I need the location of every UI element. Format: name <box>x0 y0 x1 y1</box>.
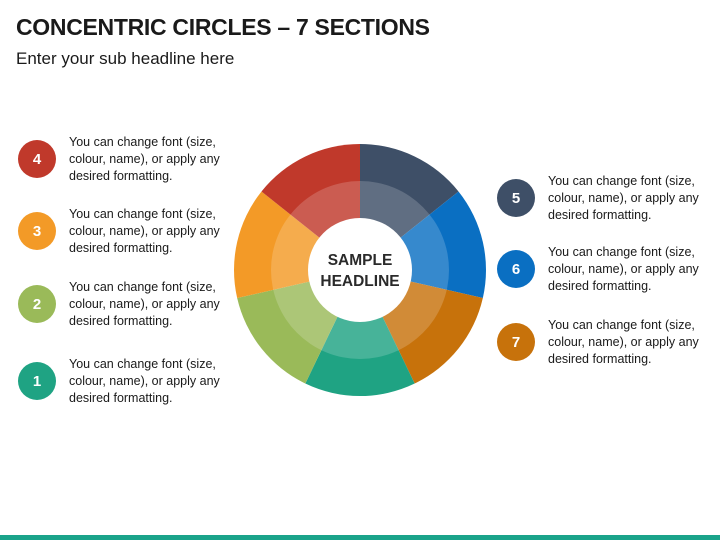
section-6-badge: 6 <box>497 250 535 288</box>
section-3-badge: 3 <box>18 212 56 250</box>
section-4-badge: 4 <box>18 140 56 178</box>
section-7-badge: 7 <box>497 323 535 361</box>
section-2-text: You can change font (size, colour, name)… <box>69 280 220 328</box>
section-5-badge: 5 <box>497 179 535 217</box>
page-subtitle: Enter your sub headline here <box>16 49 235 68</box>
center-headline-line2: HEADLINE <box>320 273 400 290</box>
page-title: CONCENTRIC CIRCLES – 7 SECTIONS <box>16 14 430 40</box>
section-7-text: You can change font (size, colour, name)… <box>548 318 699 366</box>
section-1-badge: 1 <box>18 362 56 400</box>
section-2-badge: 2 <box>18 285 56 323</box>
bottom-accent-bar <box>0 535 720 540</box>
section-1-text: You can change font (size, colour, name)… <box>69 357 220 405</box>
center-headline-line1: SAMPLE <box>327 252 393 269</box>
section-6-text: You can change font (size, colour, name)… <box>548 245 699 293</box>
section-5-text: You can change font (size, colour, name)… <box>548 174 699 222</box>
center-circle <box>308 218 412 322</box>
section-3-text: You can change font (size, colour, name)… <box>69 207 220 255</box>
section-4-text: You can change font (size, colour, name)… <box>69 135 220 183</box>
wheel-segment-1 <box>305 270 415 396</box>
center-headline: SAMPLE HEADLINE <box>305 250 415 292</box>
